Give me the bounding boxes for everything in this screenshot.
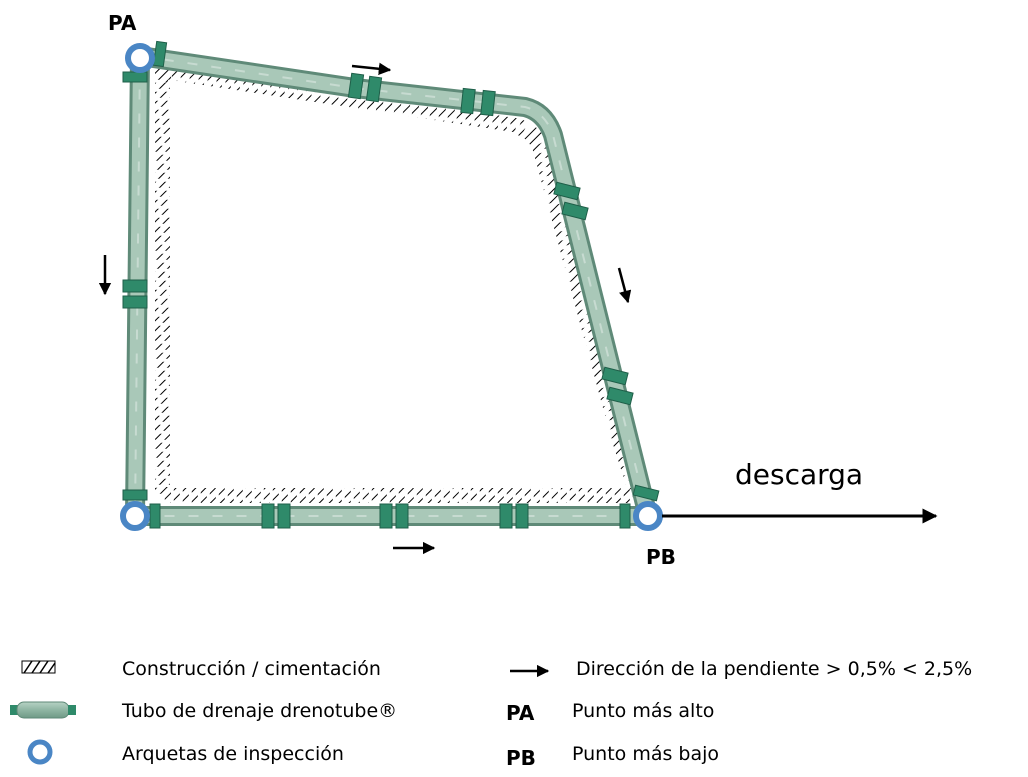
label-pa: PA [108,11,137,35]
chamber-pb [633,501,663,531]
legend-slope: Dirección de la pendiente > 0,5% < 2,5% [576,658,972,680]
slope-arrows [98,62,632,555]
legend-pb-key: PB [506,746,536,770]
legend: Construcción / cimentación Tubo de drena… [10,658,972,770]
chamber-bottom-left [120,501,150,531]
label-pb: PB [646,545,676,569]
legend-construction: Construcción / cimentación [122,658,381,680]
legend-tube: Tubo de drenaje drenotube® [121,700,397,722]
drain-tube-route [122,40,660,529]
legend-pb-desc: Punto más bajo [572,743,719,765]
inspection-chambers [120,43,663,531]
legend-chambers: Arquetas de inspección [122,743,344,765]
label-discharge: descarga [735,458,863,491]
legend-pa-desc: Punto más alto [572,700,714,722]
construction-foundation [155,64,646,503]
tube-couplings [122,40,660,529]
chamber-pa [125,43,155,73]
legend-pa-key: PA [506,701,535,725]
drain-tube-icon [10,701,76,719]
slope-arrow-top [351,62,392,76]
hatch-swatch-icon [21,660,56,674]
chamber-icon [27,739,53,765]
slope-arrow-right [617,267,632,304]
